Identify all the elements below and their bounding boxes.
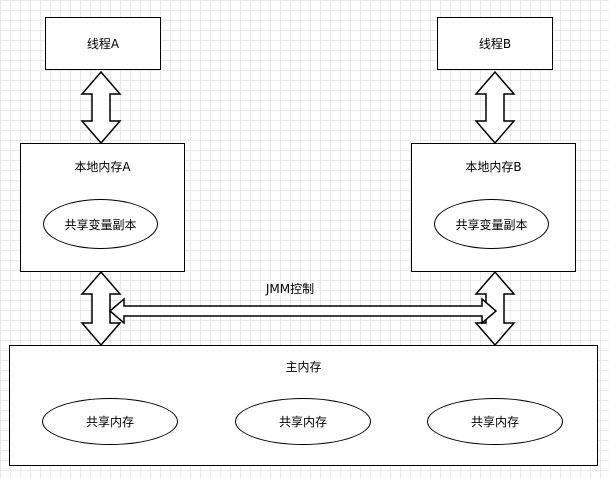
main-memory-shared-item-label: 共享内存 <box>85 415 134 429</box>
local-memory-b-shared-copy-label: 共享变量副本 <box>455 217 528 232</box>
jmm-control-label: JMM控制 <box>265 282 315 296</box>
arrow-jmm-control <box>108 297 498 325</box>
main-memory-box: 主内存 共享内存 共享内存 共享内存 <box>9 345 598 466</box>
main-memory-shared-item: 共享内存 <box>235 398 371 445</box>
thread-a-box: 线程A <box>45 17 161 70</box>
thread-a-label: 线程A <box>86 37 120 51</box>
main-memory-shared-item-label: 共享内存 <box>470 415 519 429</box>
local-memory-b-label: 本地内存B <box>465 160 522 174</box>
local-memory-b-shared-copy: 共享变量副本 <box>434 199 549 249</box>
thread-b-label: 线程B <box>478 37 512 51</box>
main-memory-shared-item: 共享内存 <box>427 398 563 445</box>
arrow-thread-b-local-b <box>474 70 516 145</box>
local-memory-a-box: 本地内存A 共享变量副本 <box>20 143 185 272</box>
main-memory-shared-item: 共享内存 <box>42 398 178 445</box>
main-memory-shared-item-label: 共享内存 <box>278 415 327 429</box>
local-memory-a-label: 本地内存A <box>74 160 131 174</box>
main-memory-label: 主内存 <box>285 360 322 374</box>
arrow-thread-a-local-a <box>80 70 122 145</box>
local-memory-a-shared-copy-label: 共享变量副本 <box>64 217 137 232</box>
thread-b-box: 线程B <box>437 17 553 70</box>
local-memory-b-box: 本地内存B 共享变量副本 <box>411 143 576 272</box>
arrow-local-a-main <box>80 270 122 347</box>
arrow-local-b-main <box>474 270 516 347</box>
local-memory-a-shared-copy: 共享变量副本 <box>43 199 158 249</box>
